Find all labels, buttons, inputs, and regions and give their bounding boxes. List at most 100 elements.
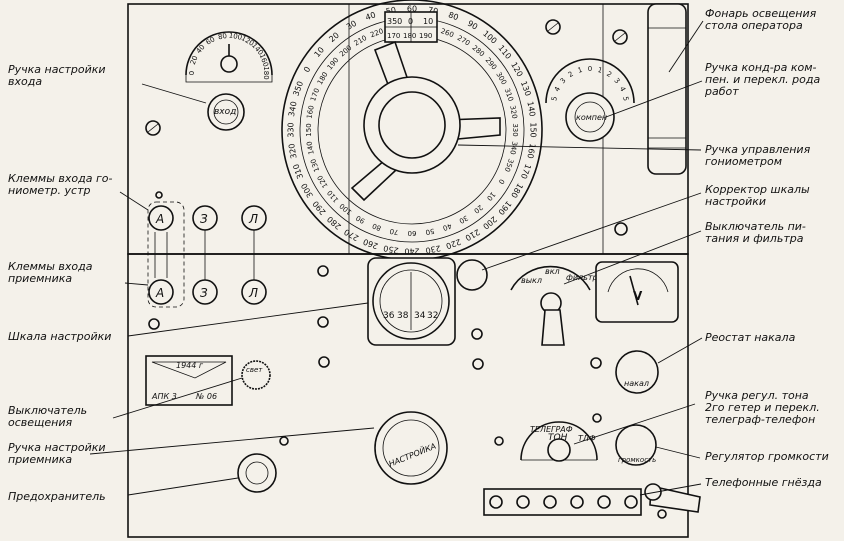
filament-rheostat-knob[interactable]	[615, 350, 659, 394]
phone-jack[interactable]	[489, 495, 503, 509]
gonio-inner-tick-180: 180	[316, 71, 330, 87]
leader-rheostat	[657, 337, 703, 364]
plate-model: АПК 3	[151, 392, 177, 401]
comp-tick-0: 5	[550, 96, 559, 102]
gonio-inner-tick-80: 80	[371, 222, 382, 233]
tone-dial-arc	[520, 421, 598, 461]
gonio-outer-tick-210: 210	[464, 227, 482, 242]
small-scale-4: 32	[427, 311, 438, 321]
gonio-inner-tick-290: 290	[484, 56, 499, 71]
screw	[614, 222, 628, 236]
screw-slot	[547, 22, 559, 32]
lighting-switch-mark: свет	[246, 366, 263, 374]
window-bottom-2: 180	[403, 32, 416, 40]
gonio-outer-tick-80: 80	[447, 10, 460, 22]
gonio-outer-tick-140: 140	[525, 101, 537, 118]
gonio-outer-tick-310: 310	[291, 163, 305, 180]
gonio-outer-tick-330: 330	[287, 122, 296, 137]
gonio-inner-tick-190: 190	[326, 56, 341, 71]
leader-lamp	[668, 20, 704, 73]
screw	[657, 509, 667, 519]
phone-jack[interactable]	[624, 495, 638, 509]
input-knob-mark: вход	[214, 107, 237, 117]
gonio-outer-tick-0: 0	[302, 65, 312, 74]
phone-jack[interactable]	[597, 495, 611, 509]
tone-knob[interactable]	[547, 438, 571, 462]
comp-tick-2: 3	[559, 77, 568, 86]
voltmeter-mark: V	[633, 289, 643, 303]
label-receiver-input-terminals: Клеммы входа приемника	[8, 260, 93, 285]
screw	[471, 328, 483, 340]
comp-tick-1: 4	[553, 85, 562, 93]
rheostat-mark: накал	[624, 379, 649, 388]
leader-lighting-switch	[112, 377, 243, 419]
input-tuning-knob[interactable]	[207, 93, 245, 131]
screw	[155, 191, 163, 199]
gonio-outer-tick-30: 30	[345, 19, 358, 32]
phone-jack[interactable]	[570, 495, 584, 509]
phone-jack[interactable]	[516, 495, 530, 509]
tone-mark-telegraf: ТЕЛЕГРАФ	[530, 425, 573, 434]
operator-lamp[interactable]	[647, 3, 687, 175]
leader-power-switch	[563, 230, 702, 285]
input-dial-tick-20: 20	[189, 55, 200, 66]
terminal-z-lower-mark: З	[200, 286, 208, 300]
switch-mark-vkl: вкл	[545, 267, 560, 276]
screw	[317, 265, 329, 277]
input-dial-tick-0: 0	[188, 71, 196, 75]
small-scale-2: 38	[397, 311, 409, 321]
terminal-l-lower-mark: Л	[248, 286, 258, 300]
gonio-outer-tick-160: 160	[525, 143, 537, 160]
receiver-tuning-knob[interactable]	[374, 411, 448, 485]
label-operator-lamp: Фонарь освещения стола оператора	[705, 7, 817, 32]
gonio-outer-tick-50: 50	[385, 5, 397, 16]
terminal-a-lower[interactable]	[148, 279, 174, 305]
leader-tone	[573, 403, 696, 445]
label-tuning-scale: Шкала настройки	[8, 330, 112, 343]
comp-tick-5: 0	[588, 65, 592, 73]
gonio-inner-tick-260: 260	[440, 27, 455, 39]
gonio-outer-tick-170: 170	[519, 163, 533, 180]
terminal-a-upper[interactable]	[148, 205, 174, 231]
label-power-filter-switch: Выключатель пи- тания и фильтра	[705, 220, 806, 245]
gonio-outer-tick-60: 60	[407, 5, 417, 14]
gonio-inner-tick-70: 70	[389, 227, 399, 236]
switch-mark-vykl: выкл	[521, 276, 542, 285]
gonio-inner-tick-310: 310	[503, 87, 515, 102]
volume-knob[interactable]	[615, 424, 657, 466]
label-lighting-switch: Выключатель освещения	[8, 404, 88, 429]
terminal-a-upper-mark: А	[155, 212, 164, 226]
input-dial-tick-60: 60	[205, 35, 217, 46]
gonio-outer-tick-350: 350	[291, 80, 305, 97]
phone-jack-strip	[483, 488, 642, 516]
scale-corrector[interactable]	[456, 259, 488, 291]
gonio-outer-tick-220: 220	[445, 237, 462, 251]
comp-tick-7: 2	[605, 70, 613, 79]
gonio-outer-tick-230: 230	[425, 243, 442, 255]
gonio-inner-tick-40: 40	[442, 222, 453, 233]
tuning-scale-face[interactable]	[379, 269, 443, 333]
gonio-inner-tick-90: 90	[355, 214, 367, 225]
label-tone-knob: Ручка регул. тона 2го гетер и перекл. те…	[705, 389, 820, 426]
phone-jack[interactable]	[543, 495, 557, 509]
input-dial-tick-40: 40	[195, 43, 207, 55]
leader-receiver-terminals	[124, 282, 149, 286]
plate-number: № 06	[195, 392, 217, 401]
power-switch-arc	[510, 265, 591, 291]
nameplate	[145, 355, 233, 406]
terminal-l-upper-mark: Л	[248, 212, 258, 226]
leader-fuse	[127, 477, 239, 496]
terminal-z-upper-mark: З	[200, 212, 208, 226]
phone-jacks	[489, 495, 638, 509]
leader-volume	[655, 446, 701, 459]
gonio-outer-tick-260: 260	[362, 237, 379, 251]
compensator-knob[interactable]	[565, 92, 615, 142]
comp-tick-10: 5	[621, 96, 630, 102]
lighting-switch[interactable]	[241, 360, 271, 390]
gonio-outer-tick-130: 130	[519, 80, 533, 97]
leader-gonio-terminals	[119, 191, 149, 211]
compensator-knob-mark: компен	[576, 113, 608, 122]
gonio-outer-tick-250: 250	[383, 243, 400, 255]
fuse-holder[interactable]	[237, 453, 277, 493]
